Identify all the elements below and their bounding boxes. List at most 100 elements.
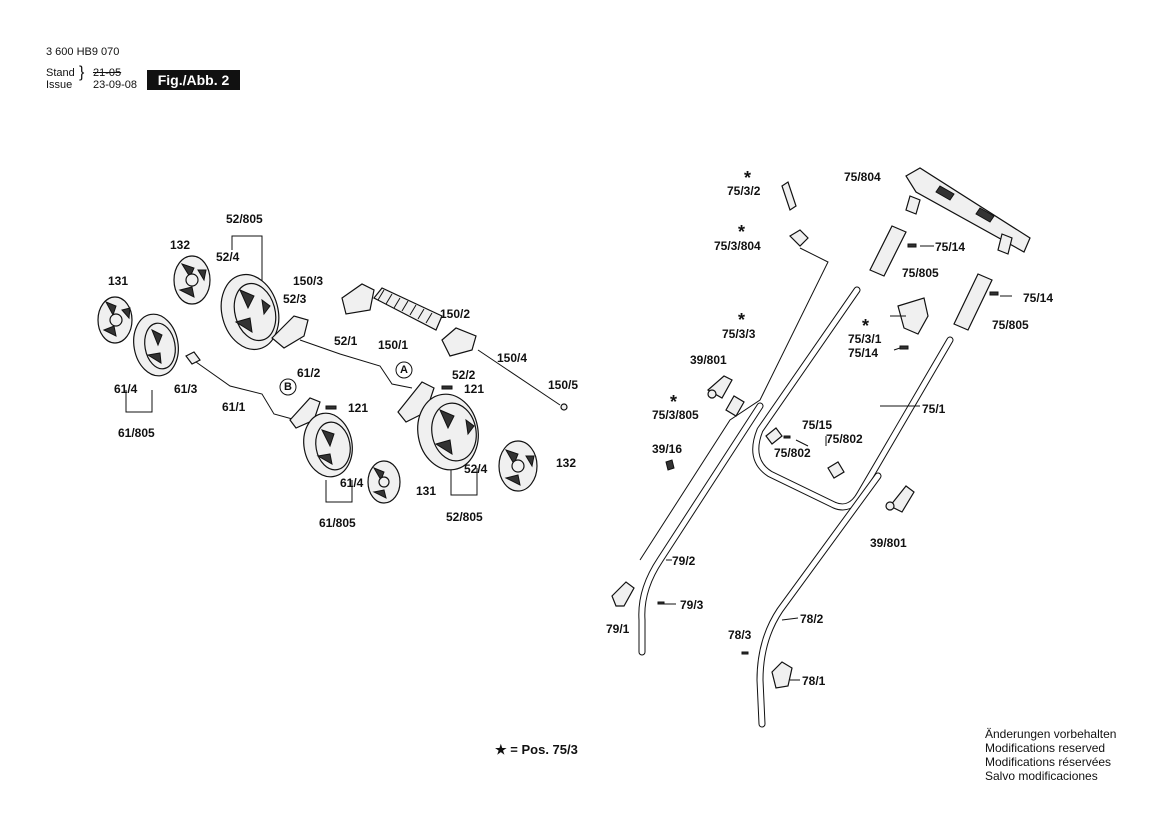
label-150-3: 150/3 — [293, 274, 324, 288]
label-52-2: 52/2 — [452, 368, 476, 382]
sleeve-75-805-right — [953, 273, 993, 331]
label-75-1: 75/1 — [922, 402, 946, 416]
asterisk-icon: * — [862, 316, 870, 336]
marker-a: A — [400, 364, 408, 376]
label-52-4-bottom: 52/4 — [464, 462, 488, 476]
legend-text: = Pos. 75/3 — [510, 742, 578, 757]
leader-61-805-left — [125, 390, 153, 413]
asterisk-icon: * — [670, 392, 678, 412]
label-121-a: 121 — [464, 382, 485, 396]
label-61-805-bottom: 61/805 — [319, 516, 356, 530]
issue-date: 23-09-08 — [93, 79, 138, 91]
wheel-52-805-top — [220, 273, 280, 351]
clamp-75-802-b — [827, 461, 845, 479]
label-61-3: 61/3 — [174, 382, 198, 396]
label-61-1: 61/1 — [222, 400, 246, 414]
handle-75-804 — [905, 167, 1031, 255]
bracket-78-1 — [771, 661, 793, 689]
part-39-16 — [665, 459, 675, 471]
marker-circle-a — [395, 361, 413, 379]
clip-75-3-2 — [781, 181, 797, 211]
screw-61-3 — [185, 351, 201, 365]
label-39-16: 39/16 — [652, 442, 683, 456]
label-52-805-bottom: 52/805 — [446, 510, 483, 524]
label-132-bottom: 132 — [556, 456, 577, 470]
hubcap-131-bottom — [367, 460, 401, 504]
label-75-3-804: 75/3/804 — [714, 239, 761, 253]
asterisk-legend: ★ = Pos. 75/3 — [495, 742, 578, 758]
figure-badge: Fig./Abb. 2 — [147, 70, 240, 90]
sleeve-75-805-top — [869, 225, 907, 277]
hubcap-131-left — [97, 296, 133, 344]
wheel-61-805-bottom — [303, 412, 353, 478]
clamp-75-802-a — [765, 427, 783, 445]
label-52-3: 52/3 — [283, 292, 307, 306]
label-79-2: 79/2 — [672, 554, 696, 568]
label-75-14-mid: 75/14 — [848, 346, 879, 360]
label-75-802-b: 75/802 — [774, 446, 811, 460]
label-52-1: 52/1 — [334, 334, 358, 348]
screw-75-14-right — [989, 291, 999, 296]
leader-61-805-bottom — [325, 480, 353, 503]
note-fr: Modifications réservées — [985, 755, 1112, 769]
note-en: Modifications reserved — [985, 741, 1106, 755]
label-75-3-3: 75/3/3 — [722, 327, 756, 341]
label-61-805-left: 61/805 — [118, 426, 155, 440]
label-75-805-right: 75/805 — [992, 318, 1029, 332]
screw-78-3 — [741, 651, 749, 655]
label-75-3-1: 75/3/1 — [848, 332, 882, 346]
label-39-801-left: 39/801 — [690, 353, 727, 367]
marker-circle-b — [279, 378, 297, 396]
modification-notes: Änderungen vorbehalten Modifications res… — [985, 727, 1116, 783]
marker-b: B — [284, 381, 292, 393]
note-es: Salvo modificaciones — [985, 769, 1098, 783]
asterisk-icon: * — [738, 310, 746, 330]
label-79-3: 79/3 — [680, 598, 704, 612]
screw-75-15 — [783, 435, 791, 439]
label-78-2: 78/2 — [800, 612, 824, 626]
label-75-14-right: 75/14 — [1023, 291, 1054, 305]
rod-150-4 — [477, 349, 561, 406]
screw-121-a — [441, 385, 453, 390]
leader-52-805-top — [231, 235, 263, 288]
label-150-2: 150/2 — [440, 307, 471, 321]
issue-label: Issue — [46, 79, 73, 91]
label-150-5: 150/5 — [548, 378, 579, 392]
label-131-bottom: 131 — [416, 484, 437, 498]
label-150-4: 150/4 — [497, 351, 528, 365]
label-61-2: 61/2 — [297, 366, 321, 380]
washer-150-5 — [560, 403, 568, 411]
label-79-1: 79/1 — [606, 622, 630, 636]
knob-39-801-right — [889, 485, 915, 513]
screw-121-b — [325, 405, 337, 410]
label-78-1: 78/1 — [802, 674, 826, 688]
cover-150-3 — [341, 283, 375, 315]
clip-75-3-804 — [789, 229, 809, 247]
document-number: 3 600 HB9 070 — [46, 46, 120, 58]
stand-date: 21-05 — [93, 67, 122, 79]
hubcap-132-bottom — [498, 440, 538, 492]
label-75-804: 75/804 — [844, 170, 881, 184]
wheel-52-805-bottom — [417, 393, 479, 471]
label-61-4-left: 61/4 — [114, 382, 138, 396]
asterisk-icon: * — [738, 222, 746, 242]
bracket-52-3 — [271, 315, 309, 349]
brace-icon: } — [79, 64, 85, 81]
label-61-4-bottom: 61/4 — [340, 476, 364, 490]
bracket-79-1 — [611, 581, 635, 607]
stand-label: Stand — [46, 67, 75, 79]
label-75-15: 75/15 — [802, 418, 833, 432]
screw-79-3 — [657, 601, 665, 605]
part-75-3-805 — [725, 395, 745, 417]
asterisk-icon: * — [744, 168, 752, 188]
cable-75-3-3 — [639, 247, 829, 561]
label-78-3: 78/3 — [728, 628, 752, 642]
axle-52-1 — [299, 339, 413, 389]
label-52-4-top: 52/4 — [216, 250, 240, 264]
screw-75-14-mid — [899, 345, 909, 350]
label-121-b: 121 — [348, 401, 369, 415]
label-75-3-805: 75/3/805 — [652, 408, 699, 422]
label-75-802-a: 75/802 — [826, 432, 863, 446]
label-131-left: 131 — [108, 274, 129, 288]
label-75-805-top: 75/805 — [902, 266, 939, 280]
